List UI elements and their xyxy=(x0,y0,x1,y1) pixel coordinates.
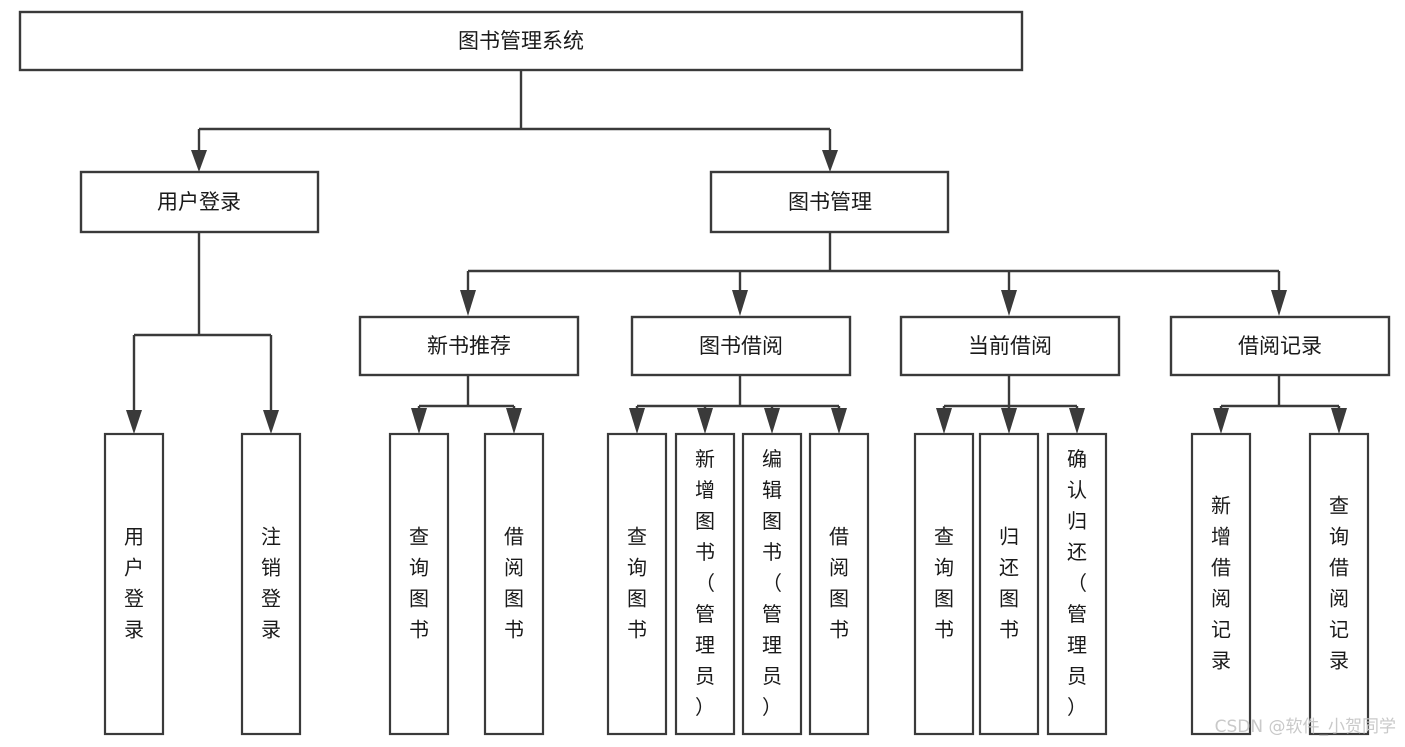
arrow-to-recommend-leaf-1 xyxy=(411,408,427,434)
leaf-box-return-book[interactable] xyxy=(978,432,1040,736)
arrow-to-current-leaf-1 xyxy=(936,408,952,434)
leaf-box-confirm-return-admin[interactable] xyxy=(1046,432,1108,736)
arrow-to-borrow-leaf-2 xyxy=(697,408,713,434)
connector-layer xyxy=(126,70,1347,434)
book-management-box[interactable] xyxy=(709,170,950,234)
arrow-to-borrow-leaf-4 xyxy=(831,408,847,434)
leaf-label-borrow-book: 借阅图书 xyxy=(829,524,849,641)
leaf-label-return-book: 归还图书 xyxy=(999,524,1019,641)
leaf-label-add-borrow-record: 新增借阅记录 xyxy=(1211,493,1231,672)
borrow-record-label: 借阅记录 xyxy=(1238,334,1322,358)
leaf-label-recommend-query-book: 查询图书 xyxy=(409,524,429,641)
node-book-borrow[interactable]: 图书借阅 xyxy=(630,315,852,377)
leaf-label-query-borrow-record: 查询借阅记录 xyxy=(1329,493,1349,672)
arrow-to-borrow-leaf-3 xyxy=(764,408,780,434)
leaf-node-add-book-admin[interactable]: 新增图书（管理员） xyxy=(674,432,736,736)
node-new-book-recommend[interactable]: 新书推荐 xyxy=(358,315,580,377)
leaf-box-add-book-admin[interactable] xyxy=(674,432,736,736)
arrow-to-borrow-leaf-1 xyxy=(629,408,645,434)
root-label: 图书管理系统 xyxy=(458,29,584,53)
leaf-label-recommend-borrow-book: 借阅图书 xyxy=(504,524,524,641)
leaf-box-recommend-query-book[interactable] xyxy=(388,432,450,736)
root-box[interactable] xyxy=(18,10,1024,72)
current-borrow-box[interactable] xyxy=(899,315,1121,377)
node-borrow-record[interactable]: 借阅记录 xyxy=(1169,315,1391,377)
leaf-label-add-book-admin: 新增图书（管理员） xyxy=(695,447,715,719)
arrow-to-recommend-leaf-2 xyxy=(506,408,522,434)
leaf-node-borrow-book[interactable]: 借阅图书 xyxy=(808,432,870,736)
borrow-record-box[interactable] xyxy=(1169,315,1391,377)
arrow-to-current-leaf-2 xyxy=(1001,408,1017,434)
leaf-node-logout[interactable]: 注销登录 xyxy=(240,432,302,736)
leaf-box-borrow-query-book[interactable] xyxy=(606,432,668,736)
leaf-box-current-query-book[interactable] xyxy=(913,432,975,736)
leaf-label-borrow-query-book: 查询图书 xyxy=(627,524,647,641)
arrow-to-book-borrow xyxy=(732,290,748,316)
leaf-box-borrow-book[interactable] xyxy=(808,432,870,736)
leaf-label-confirm-return-admin: 确认归还（管理员） xyxy=(1067,447,1087,719)
leaf-label-edit-book-admin: 编辑图书（管理员） xyxy=(762,447,782,719)
leaf-label-user-login: 用户登录 xyxy=(124,524,144,641)
arrow-to-record-leaf-2 xyxy=(1331,408,1347,434)
user-login-box[interactable] xyxy=(79,170,320,234)
arrow-to-book-manage xyxy=(822,150,838,172)
book-borrow-box[interactable] xyxy=(630,315,852,377)
node-user-login[interactable]: 用户登录 xyxy=(79,170,320,234)
node-root-system[interactable]: 图书管理系统 xyxy=(18,10,1024,72)
leaf-box-recommend-borrow-book[interactable] xyxy=(483,432,545,736)
arrow-to-current-leaf-3 xyxy=(1069,408,1085,434)
book-borrow-label: 图书借阅 xyxy=(699,334,783,358)
leaf-node-add-borrow-record[interactable]: 新增借阅记录 xyxy=(1190,432,1252,736)
leaf-node-current-query-book[interactable]: 查询图书 xyxy=(913,432,975,736)
arrow-to-borrow-record xyxy=(1271,290,1287,316)
current-borrow-label: 当前借阅 xyxy=(968,334,1052,358)
arrow-to-user-login xyxy=(191,150,207,172)
arrow-to-record-leaf-1 xyxy=(1213,408,1229,434)
user-login-label: 用户登录 xyxy=(157,190,241,214)
leaf-node-edit-book-admin[interactable]: 编辑图书（管理员） xyxy=(741,432,803,736)
leaf-label-logout: 注销登录 xyxy=(261,524,281,641)
leaf-box-edit-book-admin[interactable] xyxy=(741,432,803,736)
node-book-management[interactable]: 图书管理 xyxy=(709,170,950,234)
leaf-node-user-login[interactable]: 用户登录 xyxy=(103,432,165,736)
leaf-node-return-book[interactable]: 归还图书 xyxy=(978,432,1040,736)
leaf-node-borrow-query-book[interactable]: 查询图书 xyxy=(606,432,668,736)
csdn-watermark: CSDN @软件_小贺同学 xyxy=(1215,717,1396,737)
leaf-node-recommend-borrow-book[interactable]: 借阅图书 xyxy=(483,432,545,736)
leaf-box-user-login[interactable] xyxy=(103,432,165,736)
node-current-borrow[interactable]: 当前借阅 xyxy=(899,315,1121,377)
leaf-box-logout[interactable] xyxy=(240,432,302,736)
arrow-to-leaf-user-login xyxy=(126,410,142,434)
leaf-node-query-borrow-record[interactable]: 查询借阅记录 xyxy=(1308,432,1370,736)
leaf-node-confirm-return-admin[interactable]: 确认归还（管理员） xyxy=(1046,432,1108,736)
new-book-recommend-label: 新书推荐 xyxy=(427,334,511,358)
arrow-to-current-borrow xyxy=(1001,290,1017,316)
arrow-to-new-book-recommend xyxy=(460,290,476,316)
leaf-node-recommend-query-book[interactable]: 查询图书 xyxy=(388,432,450,736)
leaf-label-current-query-book: 查询图书 xyxy=(934,524,954,641)
book-management-label: 图书管理 xyxy=(788,190,872,214)
arrow-to-leaf-logout xyxy=(263,410,279,434)
leaf-box-query-borrow-record[interactable] xyxy=(1308,432,1370,736)
new-book-recommend-box[interactable] xyxy=(358,315,580,377)
leaf-box-add-borrow-record[interactable] xyxy=(1190,432,1252,736)
